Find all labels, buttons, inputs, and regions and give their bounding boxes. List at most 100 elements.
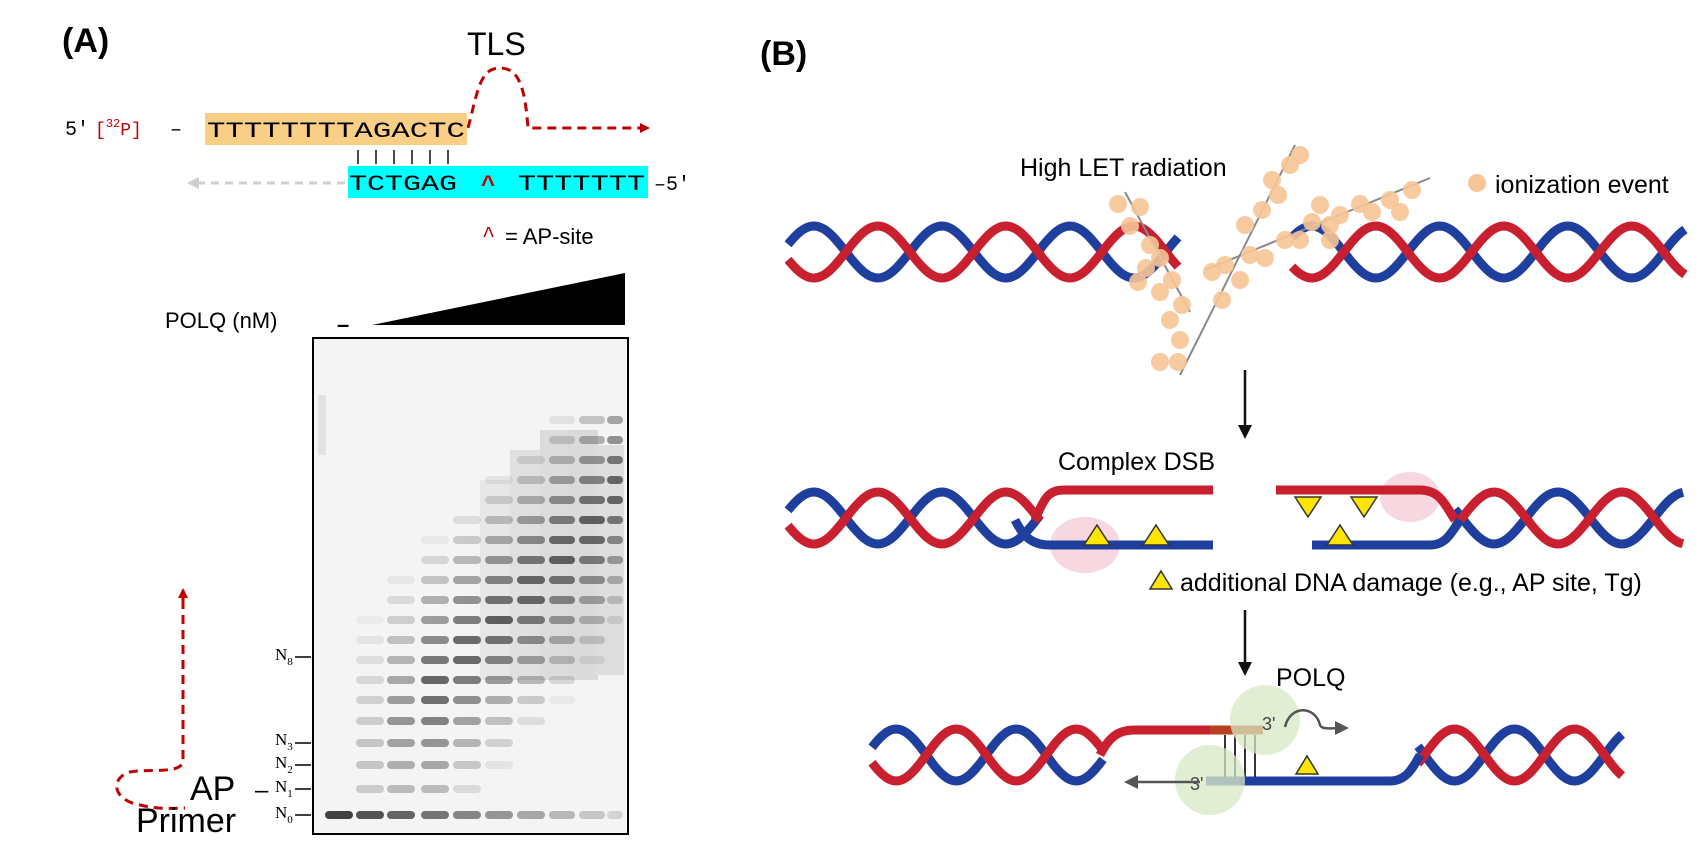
ionization-dot xyxy=(1121,217,1139,235)
gel-band xyxy=(549,616,575,624)
band-label-n2: N2 xyxy=(275,753,293,776)
gel-band xyxy=(421,656,449,664)
ionization-dot xyxy=(1129,273,1147,291)
ionization-dot xyxy=(1291,146,1309,164)
gel-band xyxy=(485,676,513,684)
gel-band xyxy=(579,656,605,664)
gel-band xyxy=(607,596,623,604)
gel-band xyxy=(607,516,623,524)
mmej-bottom-strand-right xyxy=(1206,752,1424,786)
gel-band xyxy=(453,516,481,524)
dna-strand-red xyxy=(784,487,1044,549)
gel-band xyxy=(387,717,415,725)
polq-extension-arrow-top xyxy=(1283,709,1349,736)
ionization-dot xyxy=(1161,311,1179,329)
gel-band xyxy=(387,576,415,584)
no-enzyme-lane-label: – xyxy=(337,312,349,337)
gel-band xyxy=(453,616,481,624)
gel-band xyxy=(579,516,605,524)
damage-legend-text: additional DNA damage (e.g., AP site, Tg… xyxy=(1180,569,1642,597)
gel-band xyxy=(453,739,481,747)
dna-strand-red xyxy=(1414,724,1626,786)
gel-band xyxy=(356,656,384,664)
panel-a-label: (A) xyxy=(62,22,109,60)
gel-band xyxy=(421,556,449,564)
gel-band xyxy=(356,696,384,704)
gel-band xyxy=(387,696,415,704)
gel-band xyxy=(485,761,513,769)
dna-strand-red xyxy=(784,221,1182,283)
panel-b-label: (B) xyxy=(760,35,807,73)
gel-band xyxy=(421,636,449,644)
gel-band xyxy=(607,496,623,504)
gel-band xyxy=(421,785,449,793)
gel-band xyxy=(517,596,545,604)
dna-strand-blue xyxy=(1288,221,1688,283)
gel-band xyxy=(549,811,575,819)
gel-band xyxy=(453,785,481,793)
ionization-dot xyxy=(1256,249,1274,267)
gel-band xyxy=(421,616,449,624)
gel-band xyxy=(607,576,623,584)
dna-strand-blue xyxy=(784,487,1044,549)
ionization-dot xyxy=(1291,231,1309,249)
gel-band xyxy=(549,476,575,484)
gel-band xyxy=(453,576,481,584)
ionization-dot xyxy=(1236,216,1254,234)
dna-strand-red xyxy=(868,724,1107,786)
gel-band xyxy=(453,761,481,769)
mmej-dna-left xyxy=(868,724,1107,786)
band-label-n1: N1 xyxy=(275,777,293,800)
p32-label: [32P] xyxy=(95,117,142,141)
gel-band xyxy=(607,811,623,819)
ionization-dot xyxy=(1263,171,1281,189)
gel-band xyxy=(517,476,545,484)
tls-label: TLS xyxy=(467,26,526,62)
gel-band xyxy=(517,656,545,664)
tls-arrow xyxy=(466,66,650,133)
template-box xyxy=(348,166,648,198)
dna-strand-blue xyxy=(784,221,1182,283)
p32-mass: 32 xyxy=(106,117,120,131)
ionization-dot xyxy=(1253,201,1271,219)
gel-band xyxy=(387,761,415,769)
gel-band xyxy=(579,556,605,564)
gel-band xyxy=(579,811,605,819)
gel-band xyxy=(485,476,513,484)
gel-band xyxy=(387,636,415,644)
primer-label: Primer xyxy=(136,802,236,840)
gel-band xyxy=(517,576,545,584)
ionization-dot xyxy=(1109,195,1127,213)
ionization-dot xyxy=(1269,186,1287,204)
concentration-wedge xyxy=(372,273,625,325)
band-label-n3: N3 xyxy=(275,730,293,753)
gel-band xyxy=(579,456,605,464)
gel-band xyxy=(579,616,605,624)
gel-band xyxy=(387,596,415,604)
gel-band xyxy=(517,811,545,819)
gel-band xyxy=(579,536,605,544)
damage-triangle-4 xyxy=(1349,496,1379,519)
damage-triangle-3 xyxy=(1293,496,1323,519)
intact-dna-right xyxy=(1288,221,1688,283)
ionization-events xyxy=(1109,146,1421,371)
dna-strand-blue xyxy=(1414,724,1626,786)
gel-band xyxy=(421,811,449,819)
gel-band xyxy=(453,556,481,564)
ionization-dot xyxy=(1391,203,1409,221)
gel-band xyxy=(421,717,449,725)
gel-band xyxy=(517,616,545,624)
ionization-legend-dot xyxy=(1468,174,1486,192)
p32-bracket: [ xyxy=(95,121,106,141)
ionization-dot xyxy=(1213,291,1231,309)
gel-band xyxy=(607,436,623,444)
panel-a: (A) TLS 5′ [32P] – TTTTTTTTAGACTC TCTGAG… xyxy=(62,22,690,840)
gel-band xyxy=(453,656,481,664)
damage-triangle-2 xyxy=(1141,523,1171,546)
end-processing-blob-right xyxy=(1380,472,1440,522)
gel-band xyxy=(356,717,384,725)
gel-band xyxy=(356,676,384,684)
gel-band xyxy=(387,785,415,793)
gel-band xyxy=(421,739,449,747)
gel-band xyxy=(453,811,481,819)
